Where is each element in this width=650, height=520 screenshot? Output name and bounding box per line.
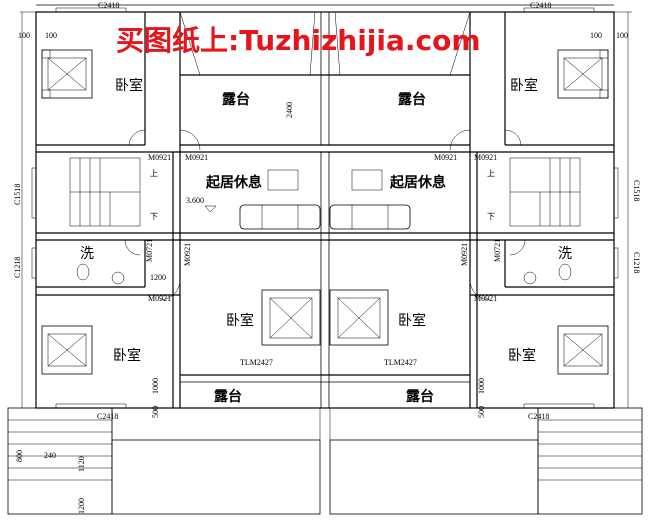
bedroom-label-center-left: 卧室 bbox=[226, 312, 254, 329]
wash-label-right: 洗 bbox=[558, 246, 572, 262]
stair-down-label-right: 下 bbox=[487, 212, 495, 221]
svg-text:3.600: 3.600 bbox=[186, 196, 204, 205]
window-code-c1518-right: C1518 bbox=[632, 180, 641, 201]
door-code-m0921-v1: M0921 bbox=[183, 243, 192, 266]
stair-right bbox=[509, 157, 581, 227]
bed-center-right bbox=[329, 289, 389, 346]
window-code-bottom-left: C2418 bbox=[97, 412, 118, 421]
dim-1200-bottom: 1200 bbox=[77, 498, 86, 514]
bedroom-label-top-left: 卧室 bbox=[115, 77, 143, 94]
stair-up-label-left: 上 bbox=[150, 169, 158, 178]
dim-100-right: 100 bbox=[590, 31, 602, 40]
living-label-right: 起居休息 bbox=[389, 174, 446, 191]
terrace-label-top-left: 露台 bbox=[222, 91, 250, 108]
dim-100-right-2: 100 bbox=[616, 31, 628, 40]
dim-1120: 1120 bbox=[77, 456, 86, 472]
bedroom-label-bottom-right: 卧室 bbox=[508, 347, 536, 364]
interior-walls bbox=[36, 11, 614, 408]
window-code-bottom-right: C2418 bbox=[528, 412, 549, 421]
door-swings bbox=[124, 129, 526, 301]
dim-2400: 2400 bbox=[285, 102, 294, 118]
door-code-tlm-right: TLM2427 bbox=[384, 358, 417, 367]
toilet-right bbox=[523, 263, 572, 285]
bed-bottom-left bbox=[41, 325, 93, 375]
door-code-m0721-left: M0721 bbox=[145, 239, 154, 262]
window-code-c1218-right: C1218 bbox=[632, 252, 641, 273]
door-code-tlm-left: TLM2427 bbox=[240, 358, 273, 367]
level-marker: 3.600 bbox=[186, 196, 217, 213]
terrace-label-top-right: 露台 bbox=[398, 91, 426, 108]
dim-1000-right: 1000 bbox=[477, 378, 486, 394]
door-code-6: M0921 bbox=[474, 294, 497, 303]
stair-left bbox=[69, 157, 141, 227]
bed-top-right bbox=[557, 49, 609, 99]
door-code-m0721-right: M0721 bbox=[493, 239, 502, 262]
wash-label-left: 洗 bbox=[80, 246, 94, 262]
window-code-c1218-left: C1218 bbox=[13, 257, 22, 278]
dim-240: 240 bbox=[44, 451, 56, 460]
dim-1000-left: 1000 bbox=[151, 378, 160, 394]
stair-up-label-right: 上 bbox=[487, 169, 495, 178]
bedroom-label-top-right: 卧室 bbox=[510, 77, 538, 94]
living-label-left: 起居休息 bbox=[205, 174, 262, 191]
dim-1200: 1200 bbox=[150, 273, 166, 282]
window-code-top-right: C2418 bbox=[530, 1, 551, 10]
watermark-text: 买图纸上:Tuzhizhijia.com bbox=[116, 24, 481, 57]
toilet-left bbox=[76, 263, 125, 285]
terrace-label-bottom-right: 露台 bbox=[406, 388, 434, 405]
door-code-2: M0921 bbox=[185, 153, 208, 162]
dim-100-left-2: 100 bbox=[45, 31, 57, 40]
stair-down-label-left: 下 bbox=[150, 212, 158, 221]
window-code-c1518-left: C1518 bbox=[13, 184, 22, 205]
window-code-top-left: C2418 bbox=[98, 1, 119, 10]
bedroom-label-bottom-left: 卧室 bbox=[113, 347, 141, 364]
bed-center-left bbox=[261, 289, 321, 346]
dim-800: 800 bbox=[15, 450, 24, 462]
dim-500-right: 500 bbox=[477, 406, 486, 418]
door-code-1: M0921 bbox=[148, 153, 171, 162]
sofa-right bbox=[329, 169, 411, 230]
bedroom-label-center-right: 卧室 bbox=[398, 312, 426, 329]
dim-100-left: 100 bbox=[18, 31, 30, 40]
door-code-4: M0921 bbox=[474, 153, 497, 162]
sofa-left bbox=[239, 169, 321, 230]
bed-bottom-right bbox=[557, 325, 609, 375]
dim-500-left: 500 bbox=[151, 406, 160, 418]
door-code-3: M0921 bbox=[434, 153, 457, 162]
door-code-m0921-v2: M0921 bbox=[460, 243, 469, 266]
terrace-label-bottom-left: 露台 bbox=[214, 388, 242, 405]
bottom-brick-area bbox=[7, 407, 643, 515]
bed-top-left bbox=[41, 49, 93, 99]
door-code-5: M0921 bbox=[148, 294, 171, 303]
